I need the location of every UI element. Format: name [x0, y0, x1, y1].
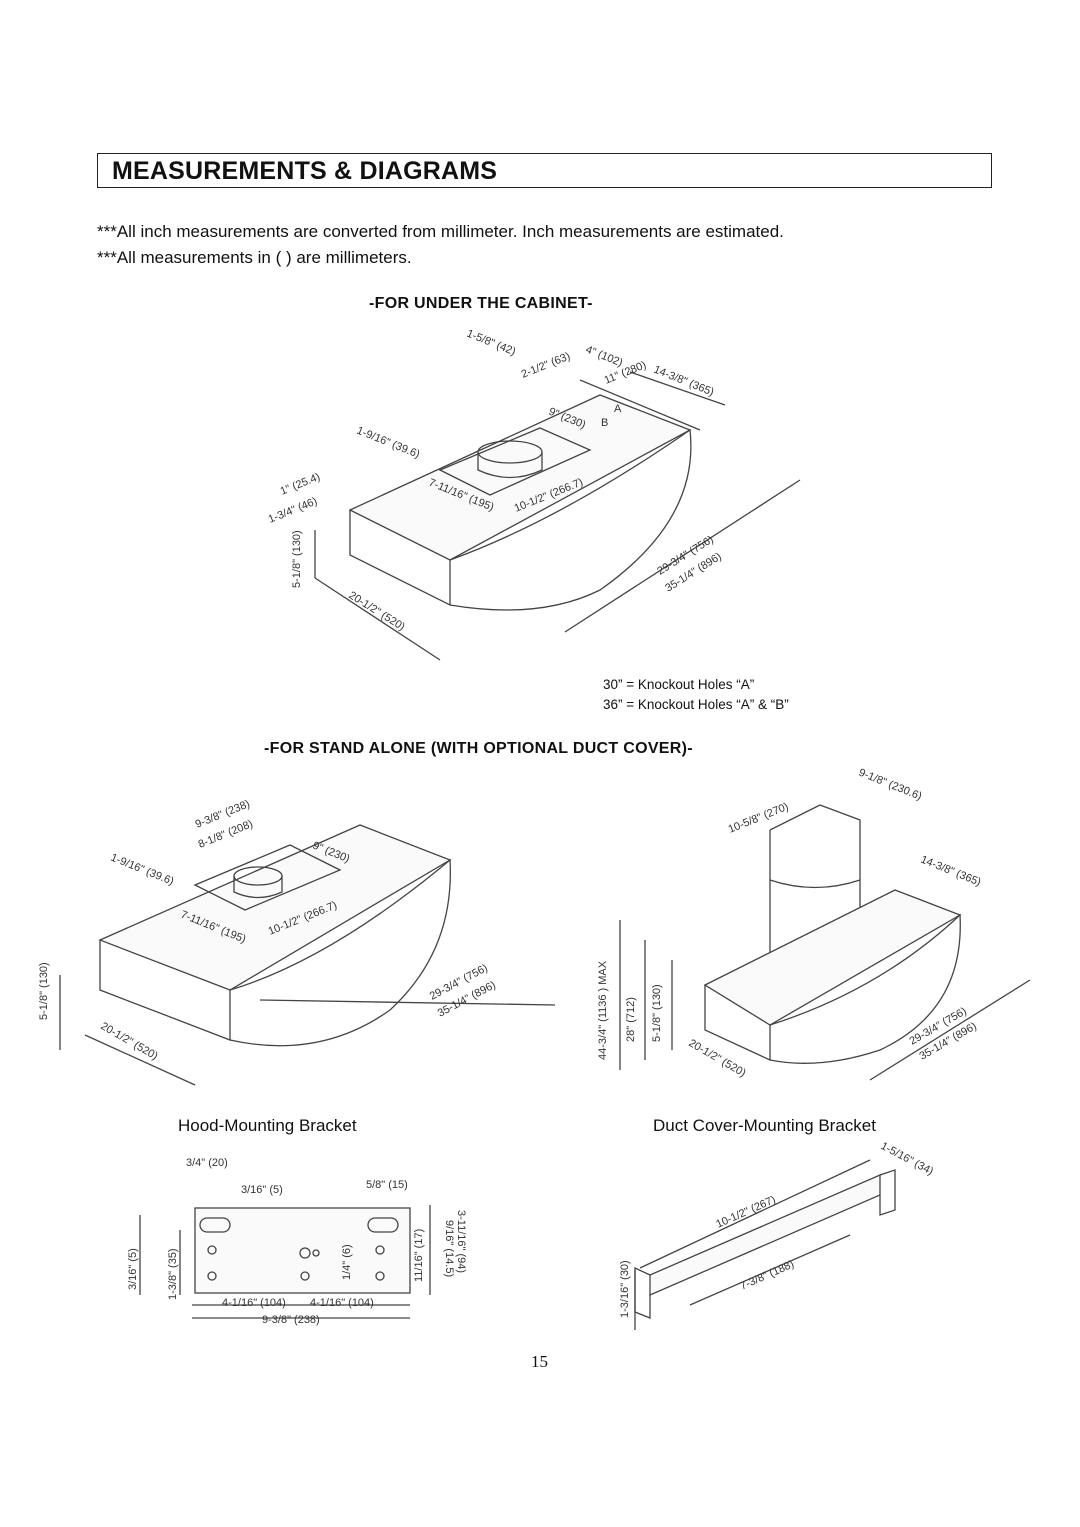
- dim-label: 5-1/8" (130): [651, 984, 663, 1042]
- note-millimeters: ***All measurements in ( ) are millimete…: [97, 248, 412, 267]
- dim-label: 9/16" (14.5): [443, 1220, 455, 1277]
- dim-label: 3/4" (20): [186, 1157, 228, 1169]
- dim-label: 3-11/16" (94): [455, 1210, 467, 1273]
- legend-30: 30” = Knockout Holes “A”: [603, 677, 755, 692]
- dim-label: 3/16" (5): [241, 1184, 283, 1196]
- hole-label-b: B: [601, 417, 608, 429]
- dim-label: 5/8" (15): [366, 1179, 408, 1191]
- dim-label: 44-3/4" (1136 ) MAX: [597, 960, 609, 1060]
- dim-label: 5-1/8" (130): [291, 530, 303, 588]
- heading-under-cabinet: -FOR UNDER THE CABINET-: [369, 295, 593, 312]
- dim-label: 28" (712): [625, 997, 637, 1042]
- caption-hood-bracket: Hood-Mounting Bracket: [178, 1116, 357, 1135]
- dim-label: 9-3/8" (238): [262, 1314, 320, 1326]
- dim-label: 1-3/8" (35): [167, 1248, 179, 1300]
- dim-label: 1-3/16" (30): [619, 1260, 631, 1318]
- heading-stand-alone: -FOR STAND ALONE (WITH OPTIONAL DUCT COV…: [264, 740, 693, 757]
- caption-duct-bracket: Duct Cover-Mounting Bracket: [653, 1116, 876, 1135]
- dim-label: 11/16" (17): [413, 1229, 425, 1282]
- dim-label: 4-1/16" (104): [310, 1297, 374, 1309]
- dim-label: 3/16" (5): [127, 1248, 139, 1290]
- legend-36: 36” = Knockout Holes “A” & “B”: [603, 697, 789, 712]
- page-title: MEASUREMENTS & DIAGRAMS: [112, 157, 498, 185]
- hole-label-a: A: [614, 403, 622, 415]
- note-conversion: ***All inch measurements are converted f…: [97, 222, 784, 241]
- section-title-box: MEASUREMENTS & DIAGRAMS: [97, 153, 992, 188]
- page-number: 15: [531, 1352, 548, 1371]
- dim-label: 7-3/8" (188): [738, 1258, 796, 1292]
- dim-label: 5-1/8" (130): [38, 962, 50, 1020]
- dim-label: 1/4" (6): [341, 1244, 353, 1280]
- dim-label: 4-1/16" (104): [222, 1297, 286, 1309]
